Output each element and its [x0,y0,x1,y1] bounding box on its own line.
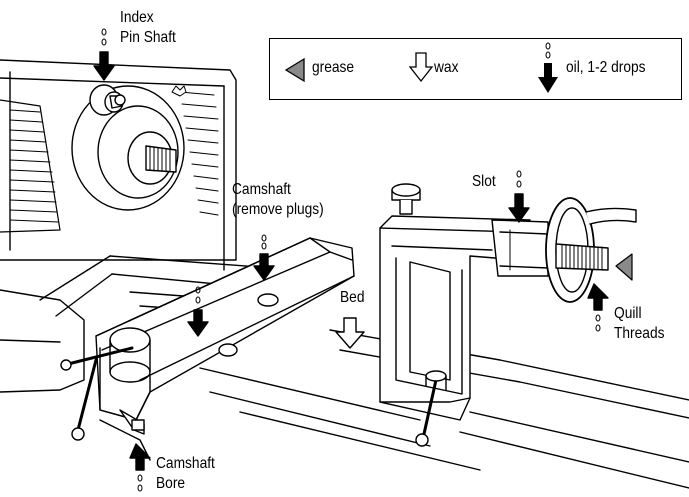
headstock [0,59,237,393]
label-camshaft-bore: Camshaft [156,455,215,472]
label-slot: Slot [472,173,496,190]
grease-triangle-icon [284,57,305,83]
grease-marker-quill [615,253,633,281]
oil-arrow-camshaft-plug-2 [187,286,209,337]
oil-arrow-camshaft-plugs [253,234,275,281]
label-camshaft-top: Camshaft [232,181,291,198]
label-pin-shaft: Pin Shaft [120,29,176,46]
label-quill: Quill [614,305,642,322]
legend-oil-label: oil, 1-2 drops [566,59,646,76]
oil-drop-arrow-icon [538,42,558,93]
oil-arrow-camshaft-bore [129,443,151,492]
oil-arrow-slot [508,170,530,223]
wax-arrow-bed [335,317,365,349]
label-bore: Bore [156,475,186,492]
label-remove-plugs: (remove plugs) [232,201,324,218]
oil-arrow-index-pin [93,28,115,81]
label-threads: Threads [614,325,665,342]
legend: grease wax oil, 1-2 drops [269,38,682,100]
wax-hollow-arrow-icon [408,52,434,83]
oil-arrow-quill [587,283,609,332]
legend-wax-label: wax [434,59,459,76]
banjo [60,237,355,461]
legend-grease-label: grease [312,59,355,76]
label-index: Index [120,9,154,26]
tailstock [379,183,637,447]
label-bed: Bed [340,289,365,306]
